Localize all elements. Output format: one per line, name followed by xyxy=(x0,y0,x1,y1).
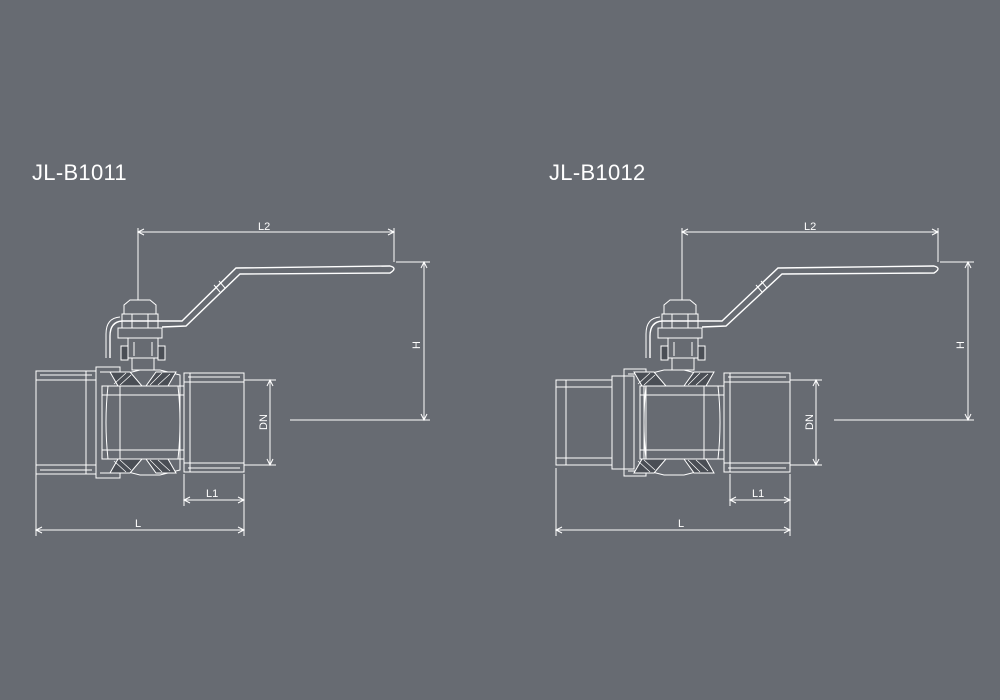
stem-assembly xyxy=(657,299,706,371)
ball-body xyxy=(101,369,185,476)
dimension-label-l1: L1 xyxy=(206,488,218,500)
dimension-label-dn: DN xyxy=(258,414,270,430)
dimension-label-l: L xyxy=(678,518,684,530)
dimension-lines xyxy=(554,228,974,536)
right-end-connector xyxy=(723,372,791,473)
dimension-label-l2: L2 xyxy=(804,221,816,233)
valve-drawing-jl-b1012: L2 H DN L1 L xyxy=(554,221,974,536)
valve-drawing-jl-b1011: L2 H DN L1 L xyxy=(34,221,430,536)
dimension-label-l1: L1 xyxy=(752,488,764,500)
left-end-connector xyxy=(35,370,97,475)
right-end-connector xyxy=(183,372,245,473)
dimension-label-h: H xyxy=(955,341,967,349)
dimension-lines xyxy=(34,228,430,536)
dimension-label-l2: L2 xyxy=(258,221,270,233)
left-end-connector xyxy=(555,375,635,470)
model-title-jl-b1011: JL-B1011 xyxy=(32,160,127,185)
lever-handle xyxy=(645,265,939,358)
lever-handle xyxy=(105,265,395,358)
stem-assembly xyxy=(117,299,166,371)
ball-body xyxy=(633,369,725,476)
dimension-label-h: H xyxy=(411,341,423,349)
dimension-label-l: L xyxy=(135,518,141,530)
dimension-label-dn: DN xyxy=(804,414,816,430)
model-title-jl-b1012: JL-B1012 xyxy=(549,160,646,185)
